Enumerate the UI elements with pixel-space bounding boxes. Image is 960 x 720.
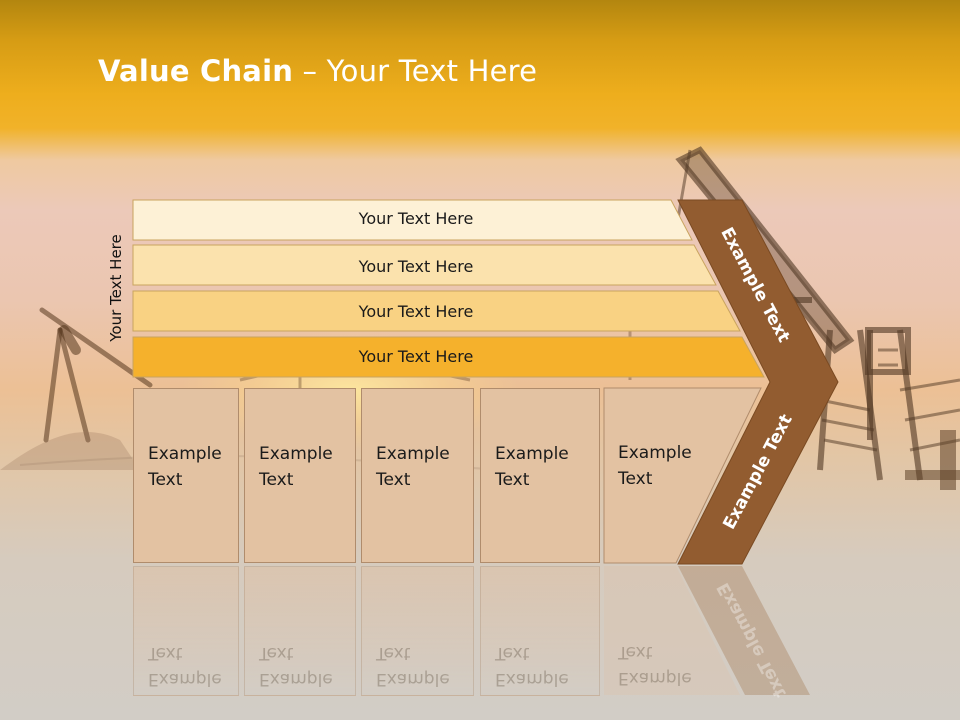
box-2-line-1: Example — [259, 444, 333, 464]
box-2-reflection-line-2: Text — [259, 643, 294, 663]
box-4-reflection-line-2: Text — [495, 643, 530, 663]
box-1-line-1: Example — [148, 444, 222, 464]
box-5-reflection — [604, 566, 740, 695]
box-5-line-2: Text — [618, 469, 653, 489]
box-5-reflection-line-1: Example — [618, 668, 692, 688]
band-4-label: Your Text Here — [358, 347, 474, 366]
box-5-reflection-text: Example Text — [604, 566, 704, 696]
box-5-line-1: Example — [618, 443, 692, 463]
box-2-reflection-line-1: Example — [259, 669, 333, 689]
band-1-label: Your Text Here — [358, 209, 474, 228]
box-5-reflection-line-2: Text — [618, 642, 653, 662]
box-3-reflection-line-1: Example — [376, 669, 450, 689]
box-3-reflection: Example Text — [361, 566, 474, 696]
band-4-shape — [132, 336, 765, 378]
box-1-reflection: Example Text — [133, 566, 239, 696]
box-3-line-2: Text — [376, 470, 411, 490]
band-3-label: Your Text Here — [358, 302, 474, 321]
box-4-line-1: Example — [495, 444, 569, 464]
page-title: Value Chain – Your Text Here — [98, 54, 537, 88]
box-4-reflection: Example Text — [480, 566, 600, 696]
box-1-line-2: Text — [148, 470, 183, 490]
title-bold: Value Chain — [98, 54, 294, 88]
band-2-label: Your Text Here — [358, 257, 474, 276]
box-2-line-2: Text — [259, 470, 294, 490]
box-4-reflection-line-1: Example — [495, 669, 569, 689]
chevron-shape — [677, 199, 839, 565]
box-4-line-2: Text — [495, 470, 530, 490]
band-3-shape — [132, 290, 741, 332]
box-2-reflection: Example Text — [244, 566, 356, 696]
box-3-reflection-line-2: Text — [376, 643, 411, 663]
box-1-reflection-line-1: Example — [148, 669, 222, 689]
title-rest: – Your Text Here — [293, 54, 538, 88]
box-5-shape — [603, 387, 762, 564]
box-1-reflection-line-2: Text — [148, 643, 183, 663]
chevron-reflection — [678, 566, 810, 695]
band-1-shape — [132, 199, 693, 241]
band-2-shape — [132, 244, 717, 286]
box-3-line-1: Example — [376, 444, 450, 464]
